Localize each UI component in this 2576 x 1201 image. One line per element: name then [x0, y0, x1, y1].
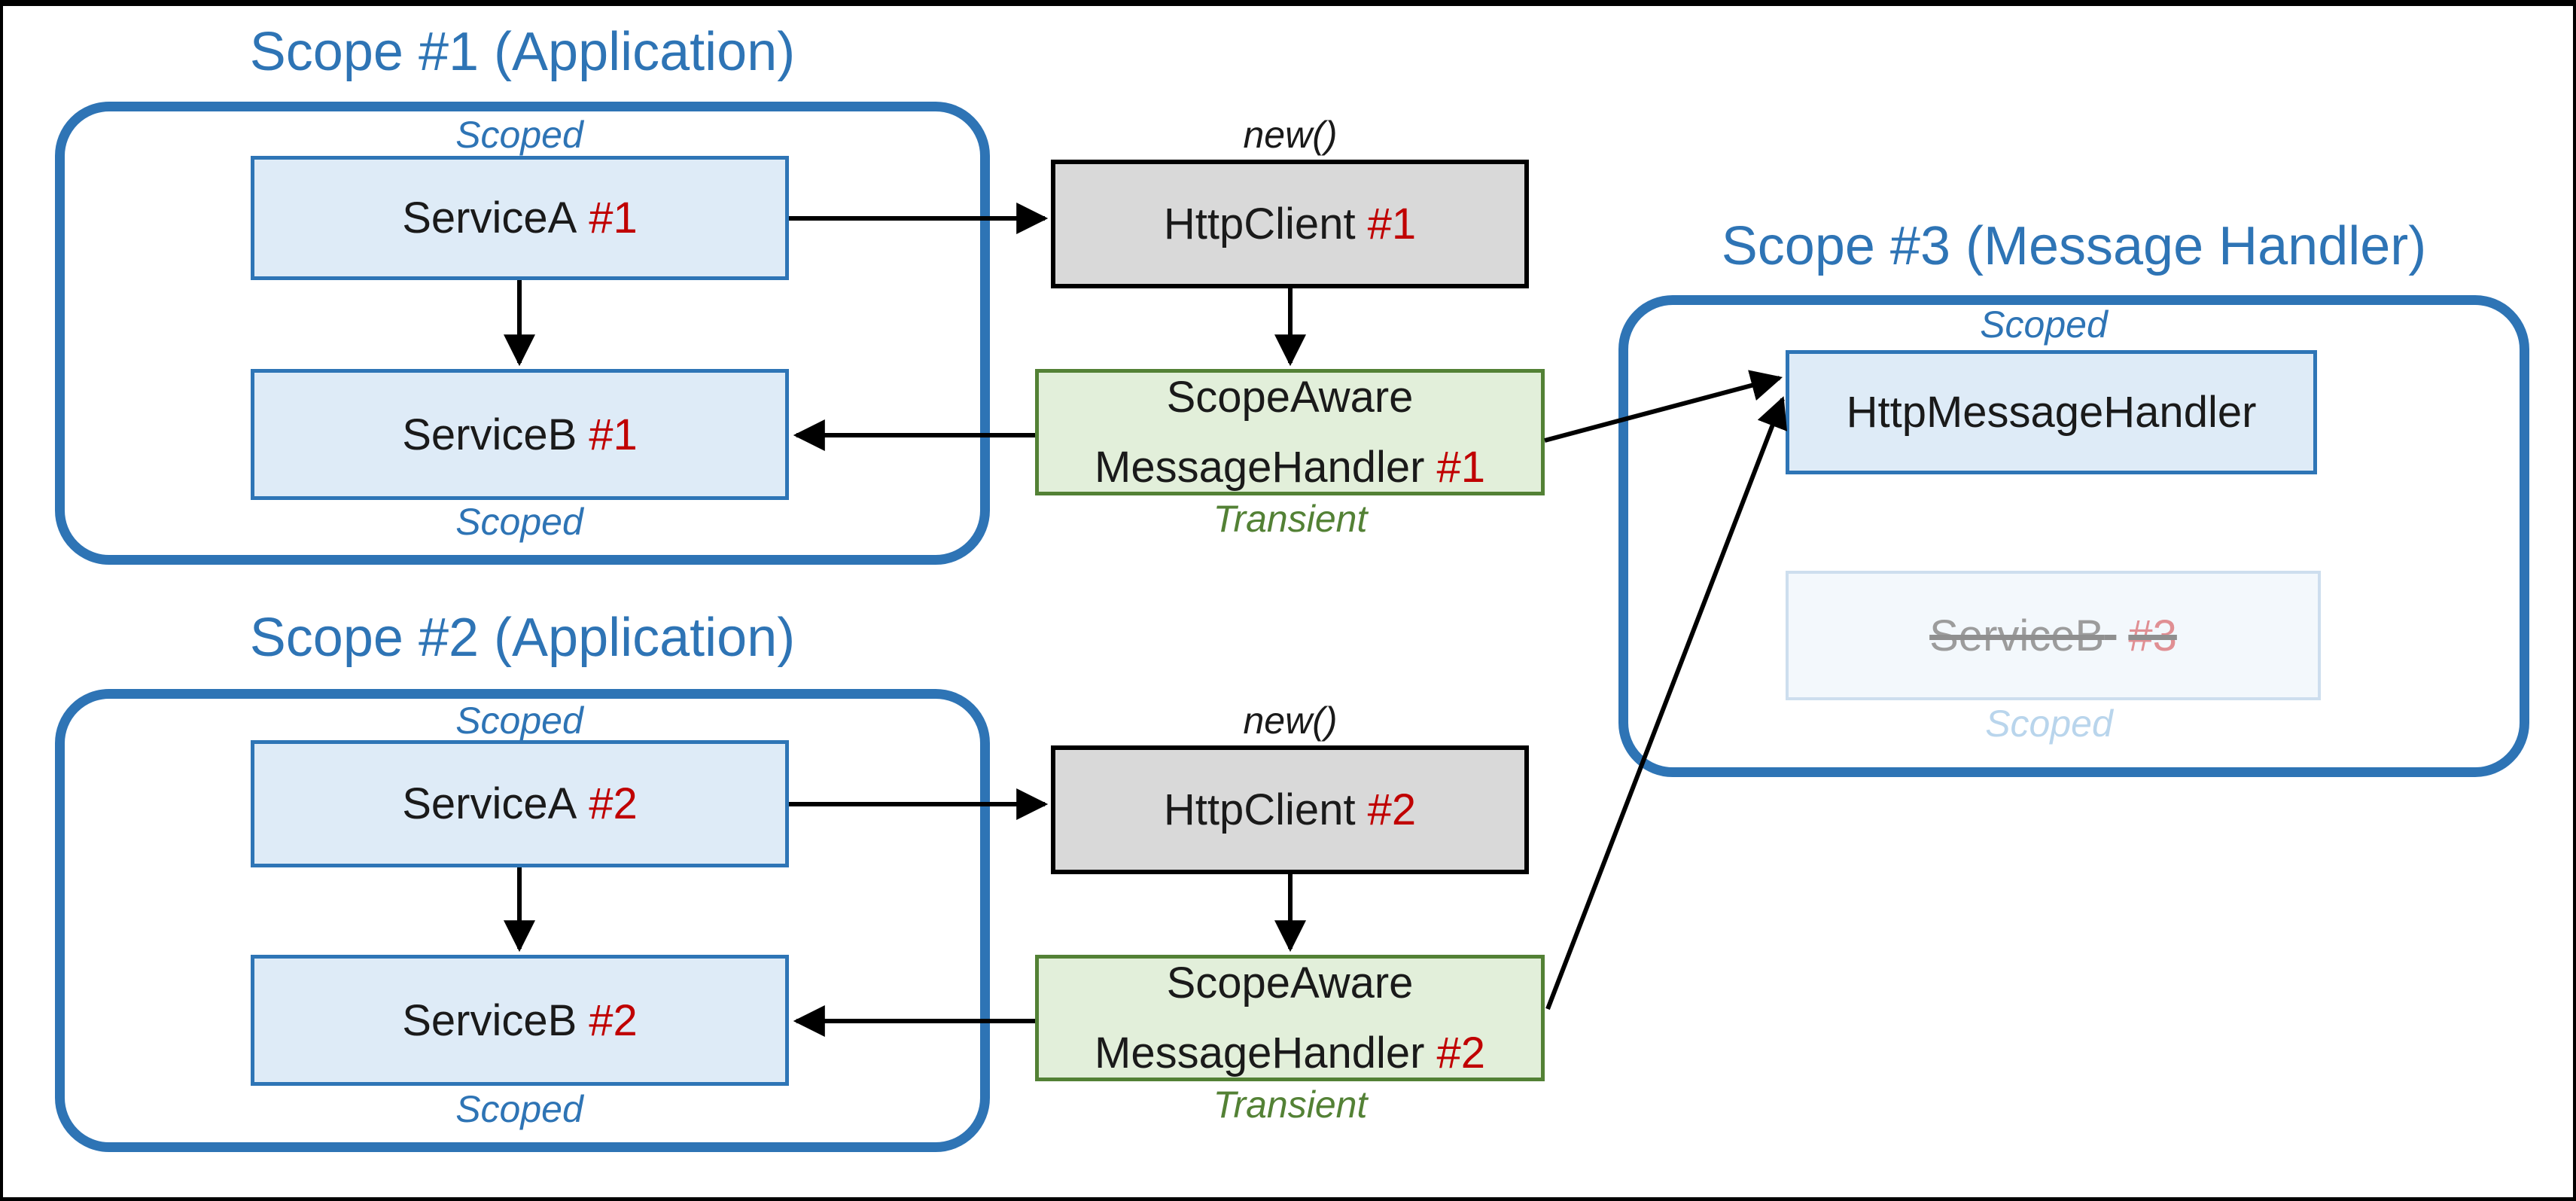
httpclient2-box: HttpClient #2 — [1051, 745, 1529, 874]
scope3-scoped-bottom-label: Scoped — [1985, 703, 2113, 745]
scope2-scoped-bottom-label: Scoped — [455, 1088, 583, 1130]
handler1-line2: MessageHandler — [1095, 443, 1425, 492]
serviceb3-label: ServiceB — [1929, 611, 2105, 660]
servicea2-label: ServiceA — [402, 779, 577, 828]
scope3-title: Scope #3 (Message Handler) — [1721, 216, 2427, 276]
serviceb2-box: ServiceB #2 — [251, 955, 789, 1086]
handler2-line1: ScopeAware — [1166, 959, 1414, 1007]
frame-left-bar — [0, 0, 3, 1201]
scope3-scoped-top-label: Scoped — [1980, 303, 2108, 346]
serviceb1-box: ServiceB #1 — [251, 369, 789, 500]
new1-label: new() — [1243, 114, 1338, 156]
handler2-line2: MessageHandler — [1095, 1029, 1425, 1078]
handler2-instance: #2 — [1436, 1029, 1485, 1078]
frame-top-bar — [0, 0, 2576, 6]
serviceb2-label: ServiceB — [402, 995, 577, 1045]
serviceb1-label: ServiceB — [402, 410, 577, 459]
scope2-title: Scope #2 (Application) — [249, 608, 796, 668]
scope3-container — [1618, 295, 2529, 777]
transient2-label: Transient — [1213, 1084, 1368, 1126]
scopeaware-handler2-box: ScopeAware MessageHandler #2 — [1035, 955, 1545, 1081]
scope1-scoped-bottom-label: Scoped — [455, 501, 583, 543]
servicea1-label: ServiceA — [402, 194, 577, 242]
frame-bottom-bar — [0, 1197, 2576, 1201]
servicea1-box: ServiceA #1 — [251, 156, 789, 280]
httpclient1-label: HttpClient — [1163, 200, 1356, 248]
httpclient2-label: HttpClient — [1163, 785, 1356, 834]
handler1-instance: #1 — [1436, 443, 1485, 492]
scopeaware-handler1-box: ScopeAware MessageHandler #1 — [1035, 369, 1545, 495]
servicea1-instance: #1 — [589, 194, 638, 242]
frame-right-bar — [2573, 0, 2576, 1201]
serviceb3-crossed-box: ServiceB #3 — [1786, 571, 2321, 700]
scope1-title: Scope #1 (Application) — [249, 22, 796, 82]
serviceb2-instance: #2 — [589, 995, 638, 1045]
httpmessagehandler-box: HttpMessageHandler — [1786, 350, 2317, 474]
serviceb1-instance: #1 — [589, 410, 638, 459]
httpclient1-instance: #1 — [1367, 200, 1417, 248]
httpmessagehandler-label: HttpMessageHandler — [1846, 388, 2257, 437]
serviceb3-instance: #3 — [2128, 611, 2177, 660]
handler1-line1: ScopeAware — [1166, 373, 1414, 422]
transient1-label: Transient — [1213, 498, 1368, 540]
httpclient2-instance: #2 — [1367, 785, 1417, 834]
httpclient1-box: HttpClient #1 — [1051, 160, 1529, 288]
servicea2-instance: #2 — [589, 779, 638, 828]
new2-label: new() — [1243, 700, 1338, 742]
scope1-scoped-top-label: Scoped — [455, 114, 583, 156]
servicea2-box: ServiceA #2 — [251, 740, 789, 867]
scope2-scoped-top-label: Scoped — [455, 700, 583, 742]
